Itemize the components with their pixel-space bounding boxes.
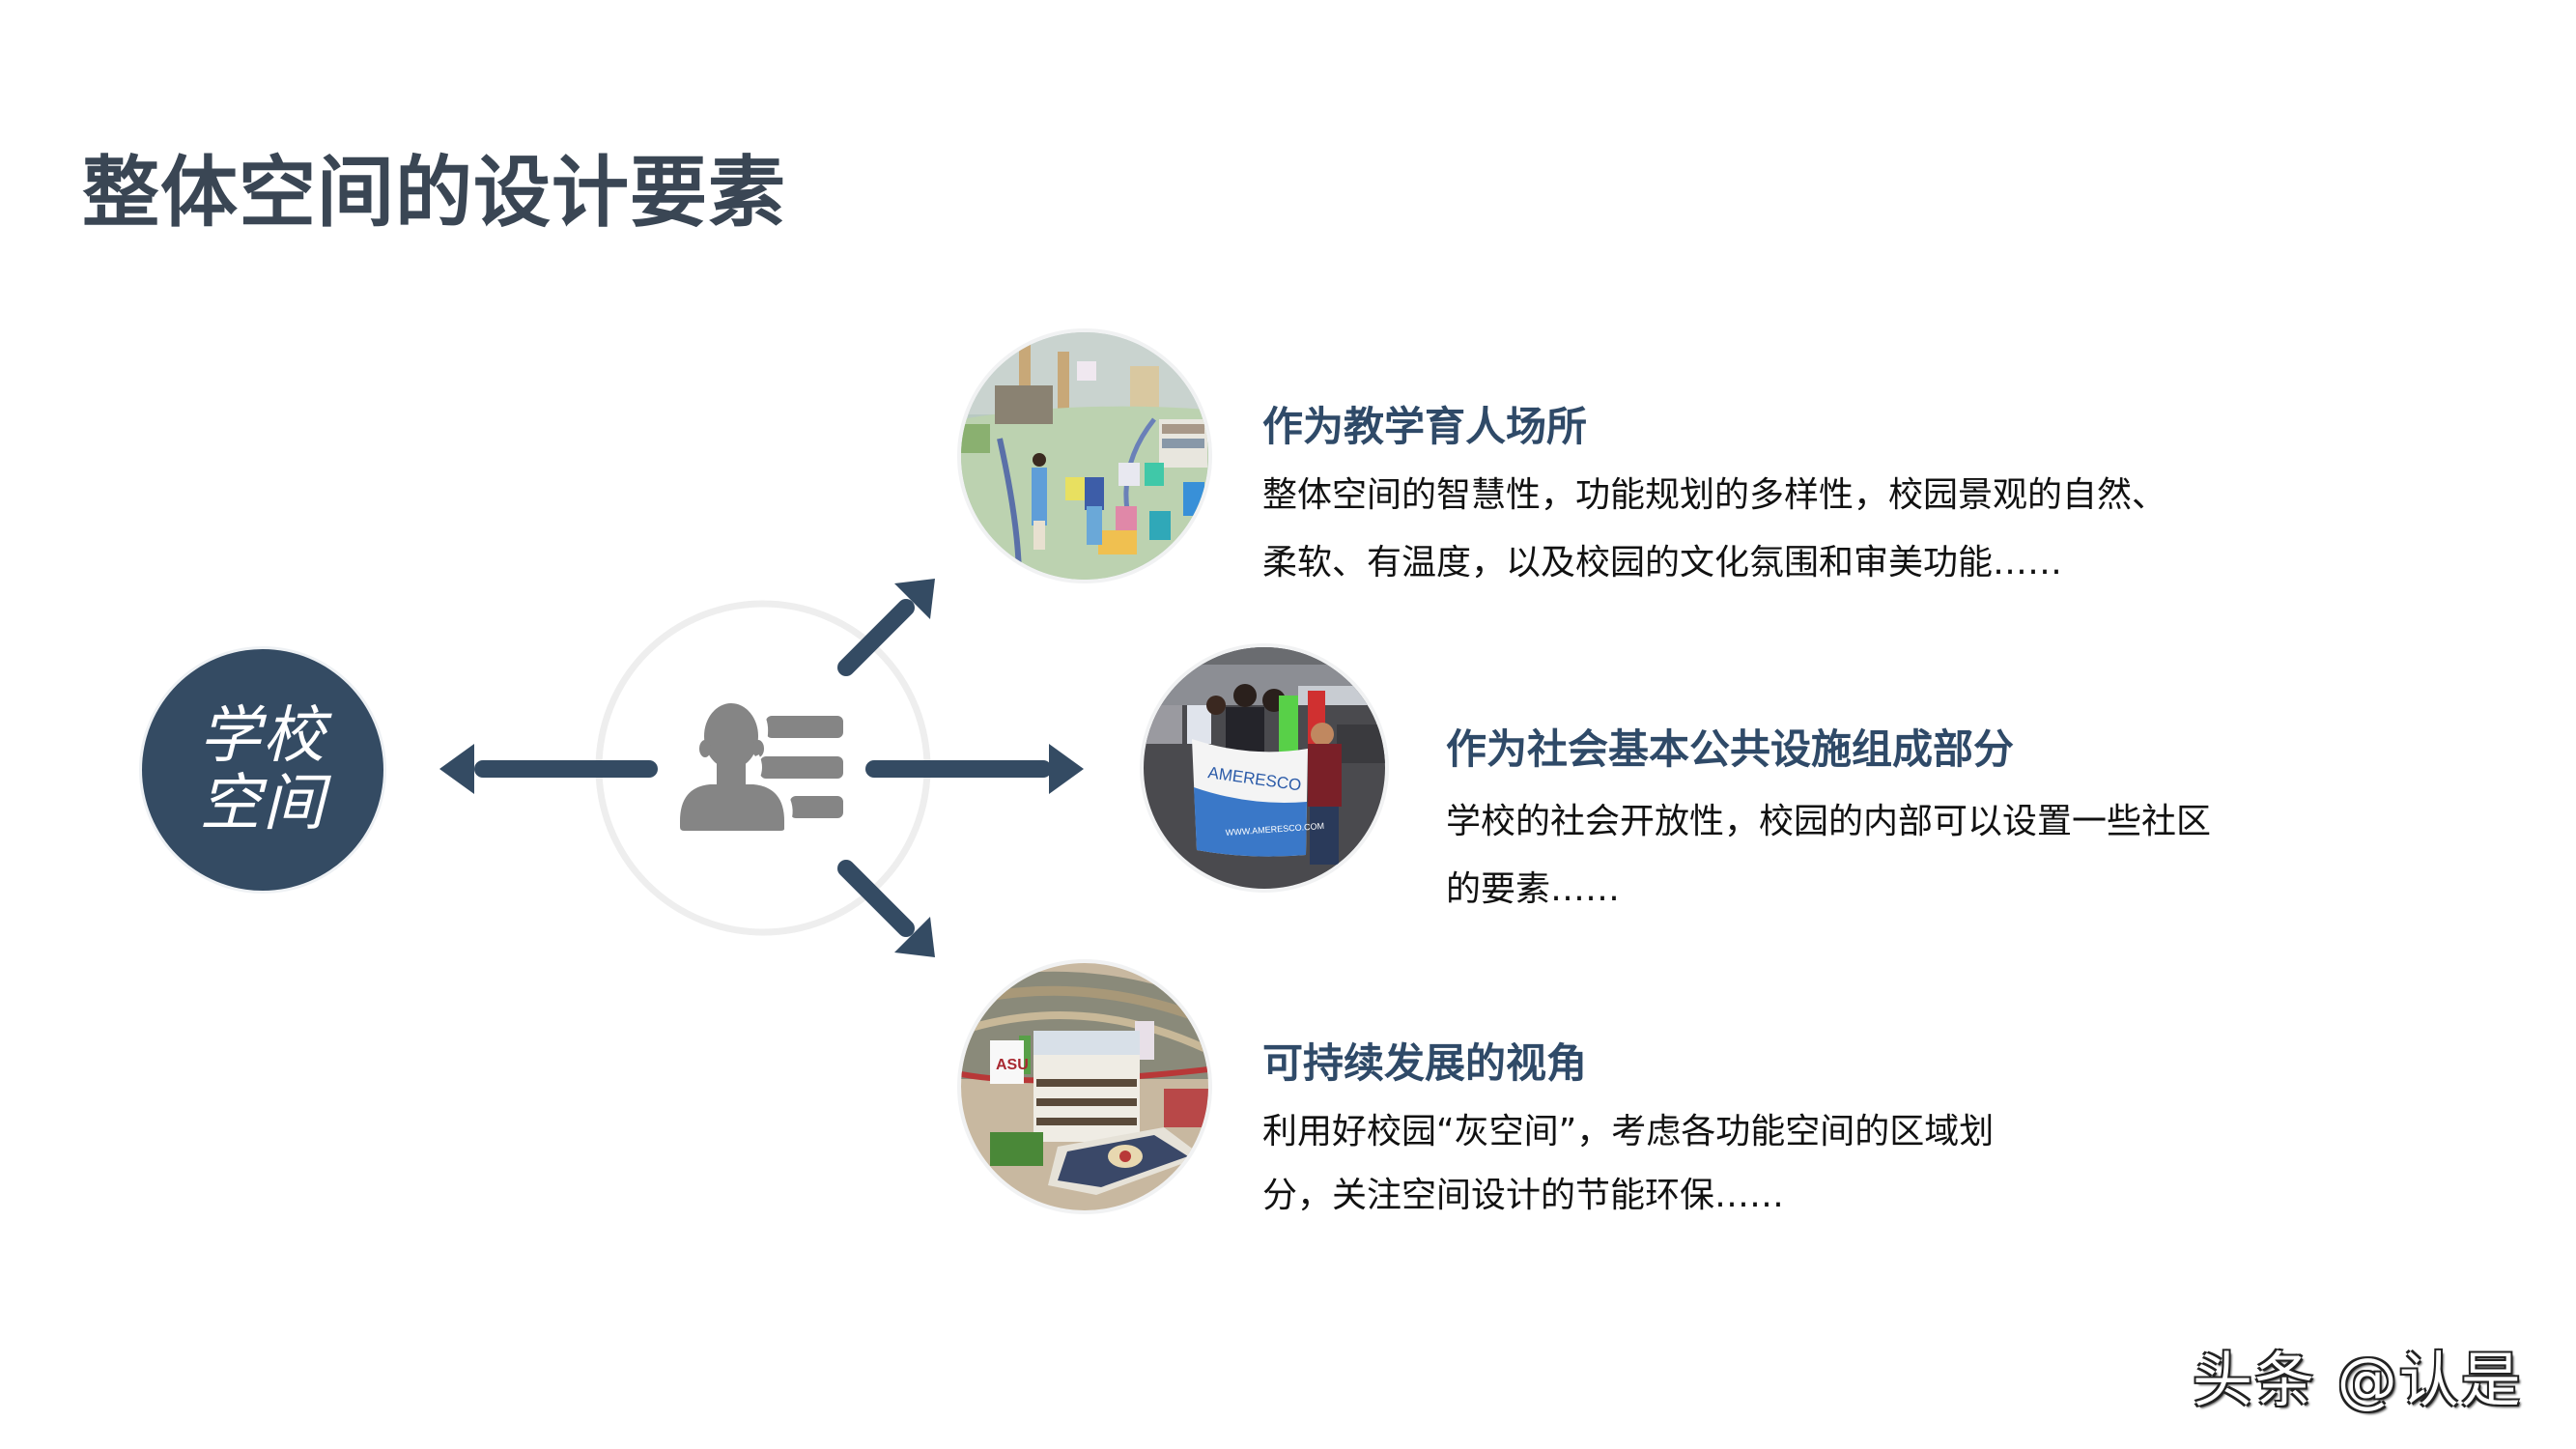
- item-body-line: 的要素……: [1446, 869, 1621, 909]
- arrow-right-icon: [865, 744, 1084, 794]
- svg-text:ASU: ASU: [996, 1057, 1029, 1073]
- item-body-line: 柔软、有温度，以及校园的文化氛围和审美功能……: [1262, 543, 2063, 582]
- arrow-left-icon: [439, 744, 658, 794]
- item-body-line: 利用好校园“灰空间”，考虑各功能空间的区域划: [1262, 1112, 1995, 1151]
- school-space-hub: 学校 空间: [142, 649, 383, 891]
- item-heading: 可持续发展的视角: [1262, 1039, 1588, 1087]
- watermark: 头条 @认是: [2193, 1345, 2523, 1415]
- arrow-down-right-icon: [837, 860, 935, 957]
- item-public-facility: 作为社会基本公共设施组成部分 学校的社会开放性，校园的内部可以设置一些社区 的要…: [1446, 723, 2211, 923]
- hub-label-line2: 空间: [199, 768, 326, 839]
- item-teaching-place: 作为教学育人场所 整体空间的智慧性，功能规划的多样性，校园景观的自然、 柔软、有…: [1262, 400, 2166, 597]
- item-body-line: 分，关注空间设计的节能环保……: [1262, 1176, 1785, 1215]
- item-heading: 作为社会基本公共设施组成部分: [1446, 725, 2015, 773]
- item-sustainability: 可持续发展的视角 利用好校园“灰空间”，考虑各功能空间的区域划 分，关注空间设计…: [1262, 1037, 1994, 1230]
- hub-label-line1: 学校: [199, 700, 326, 772]
- item-heading: 作为教学育人场所: [1262, 403, 1588, 450]
- asu-stadium-solar-roof-photo: ASU: [961, 963, 1208, 1210]
- page-title: 整体空间的设计要素: [82, 148, 786, 238]
- students-ameresco-banner-photo: AMERESCO WWW.AMERESCO.COM: [1144, 647, 1385, 889]
- indoor-classroom-children-photo: [961, 332, 1208, 580]
- item-body-line: 整体空间的智慧性，功能规划的多样性，校园景观的自然、: [1262, 475, 2167, 515]
- user-profile-list-icon: [680, 703, 843, 831]
- item-body-line: 学校的社会开放性，校园的内部可以设置一些社区: [1446, 802, 2212, 841]
- arrow-up-right-icon: [837, 579, 935, 676]
